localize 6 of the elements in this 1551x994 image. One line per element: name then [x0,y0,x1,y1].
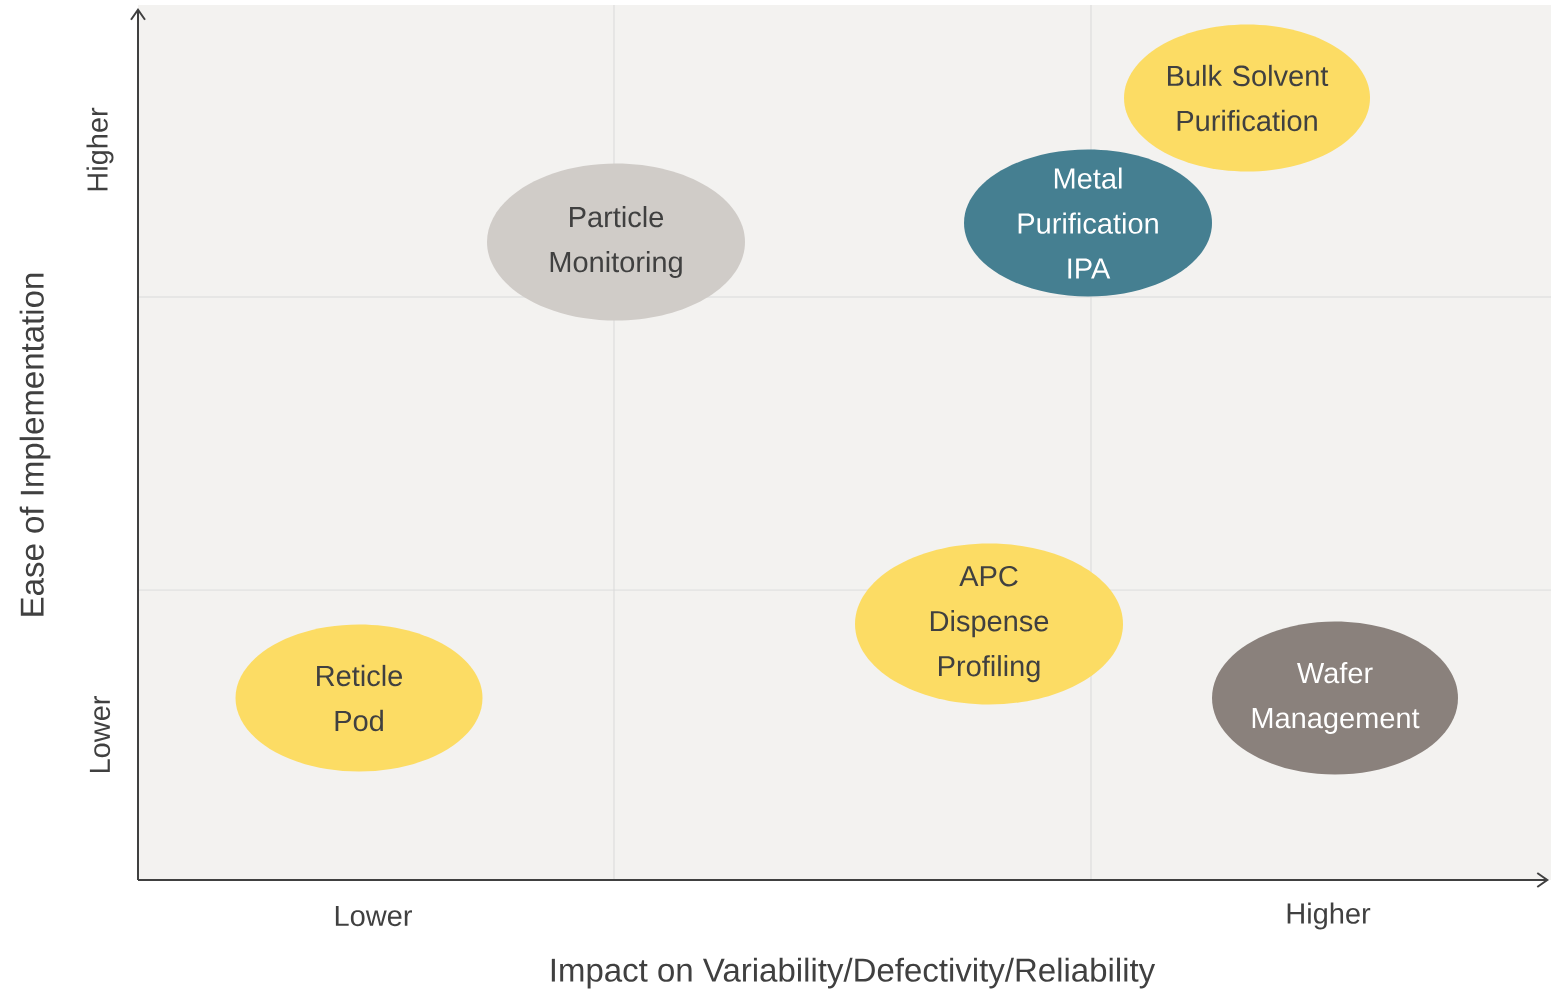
axis-tick-label: Lower [335,905,412,927]
axis-tick-label: Higher [1287,902,1371,930]
axis-title: Impact on Variability/Defectivity/Reliability [551,957,1156,989]
axis-tick-label: Higher [86,107,114,191]
axis-tick-label: Lower [89,696,111,773]
axis-title: Ease of Implementation [19,273,51,616]
